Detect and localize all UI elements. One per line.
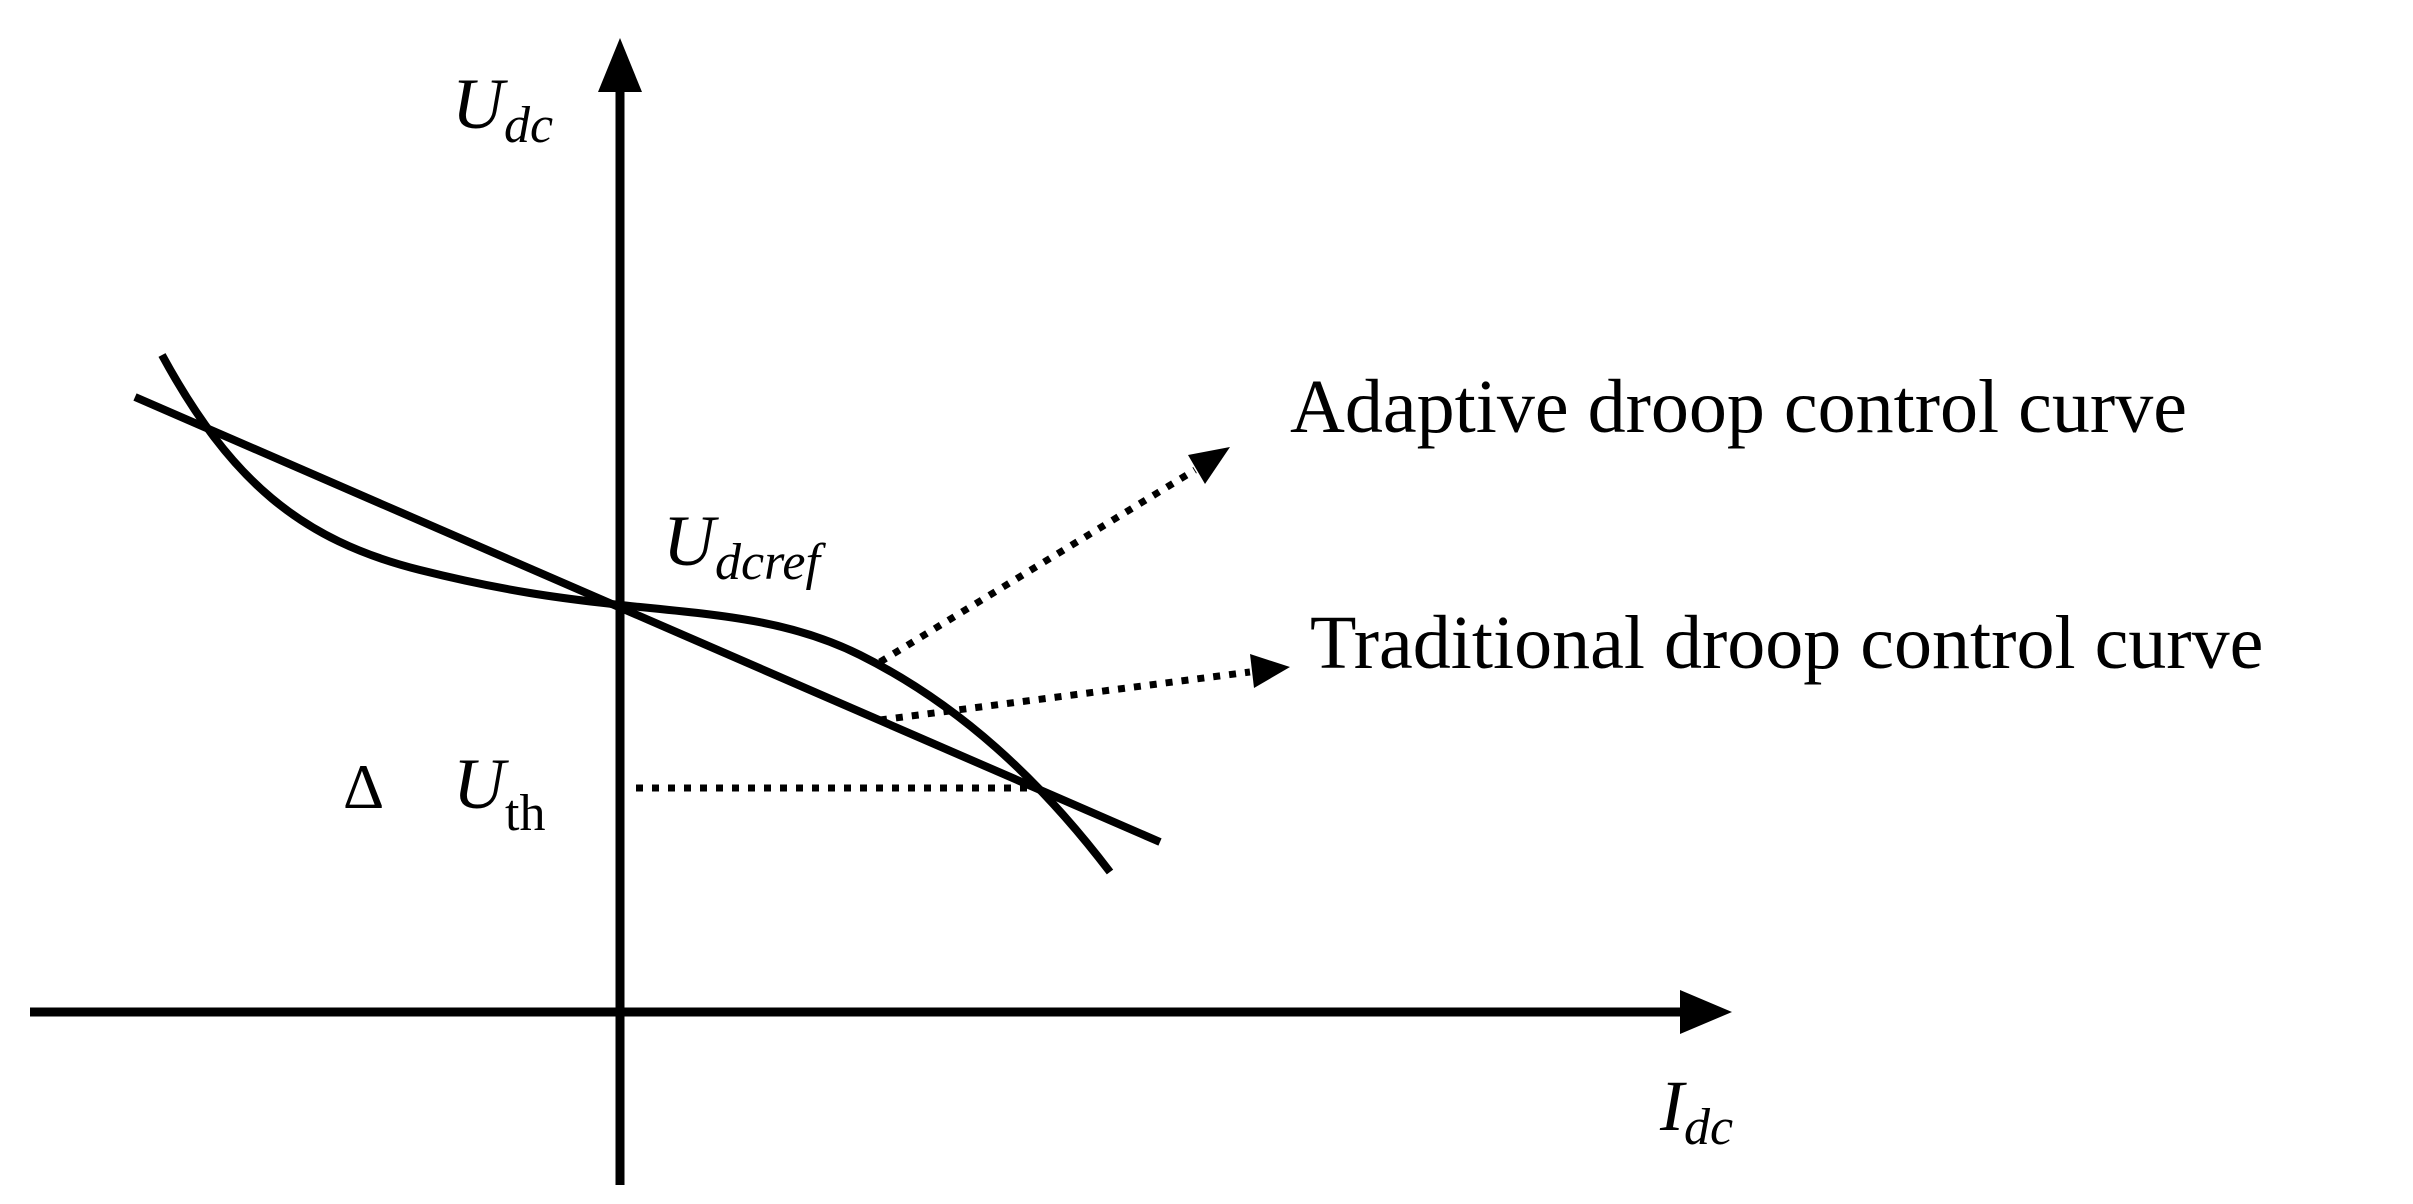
udcref-label-main: U bbox=[663, 501, 719, 581]
traditional-leader-arrowhead bbox=[1250, 654, 1290, 688]
udcref-label: Udcref bbox=[663, 501, 826, 591]
uth-label-main: U bbox=[453, 744, 509, 824]
delta-symbol: Δ bbox=[343, 751, 384, 822]
uth-label: Uth bbox=[453, 744, 545, 842]
y-axis-label-sub: dc bbox=[504, 97, 553, 154]
adaptive-leader-line bbox=[878, 467, 1197, 665]
y-axis-arrowhead bbox=[598, 38, 642, 92]
x-axis-label-sub: dc bbox=[1684, 1099, 1733, 1156]
y-axis-label-main: U bbox=[452, 64, 508, 144]
x-axis-label-main: I bbox=[1659, 1066, 1687, 1146]
y-axis-label: Udc bbox=[452, 64, 553, 154]
x-axis-arrowhead bbox=[1680, 990, 1732, 1034]
traditional-curve-label: Traditional droop control curve bbox=[1310, 601, 2263, 685]
adaptive-leader-arrowhead bbox=[1188, 447, 1230, 484]
udcref-label-sub: dcref bbox=[715, 534, 826, 591]
uth-label-sub: th bbox=[505, 785, 545, 842]
adaptive-curve-label: Adaptive droop control curve bbox=[1290, 365, 2187, 449]
traditional-droop-line bbox=[133, 393, 1162, 846]
x-axis-label: Idc bbox=[1659, 1066, 1733, 1156]
adaptive-droop-curve bbox=[158, 353, 1114, 875]
traditional-leader-line bbox=[879, 668, 1251, 724]
